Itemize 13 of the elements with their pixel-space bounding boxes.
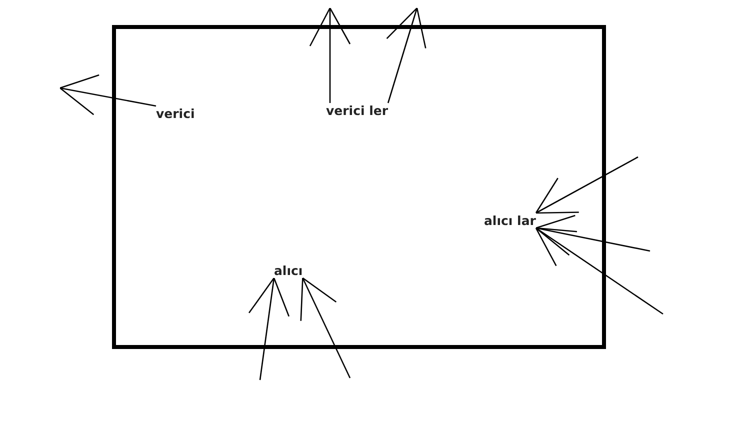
label-text: verici xyxy=(156,106,195,121)
arrow xyxy=(535,227,664,315)
arrow xyxy=(535,156,638,214)
arrow xyxy=(300,277,351,378)
frame-box xyxy=(112,25,606,349)
label-text: verici ler xyxy=(326,103,388,118)
label-text: alıcı lar xyxy=(484,213,536,228)
label-text: alıcı xyxy=(274,263,303,278)
arrow xyxy=(535,214,650,256)
arrow xyxy=(59,74,156,116)
arrow xyxy=(309,7,351,103)
arrow xyxy=(248,277,290,380)
arrow xyxy=(386,7,426,104)
